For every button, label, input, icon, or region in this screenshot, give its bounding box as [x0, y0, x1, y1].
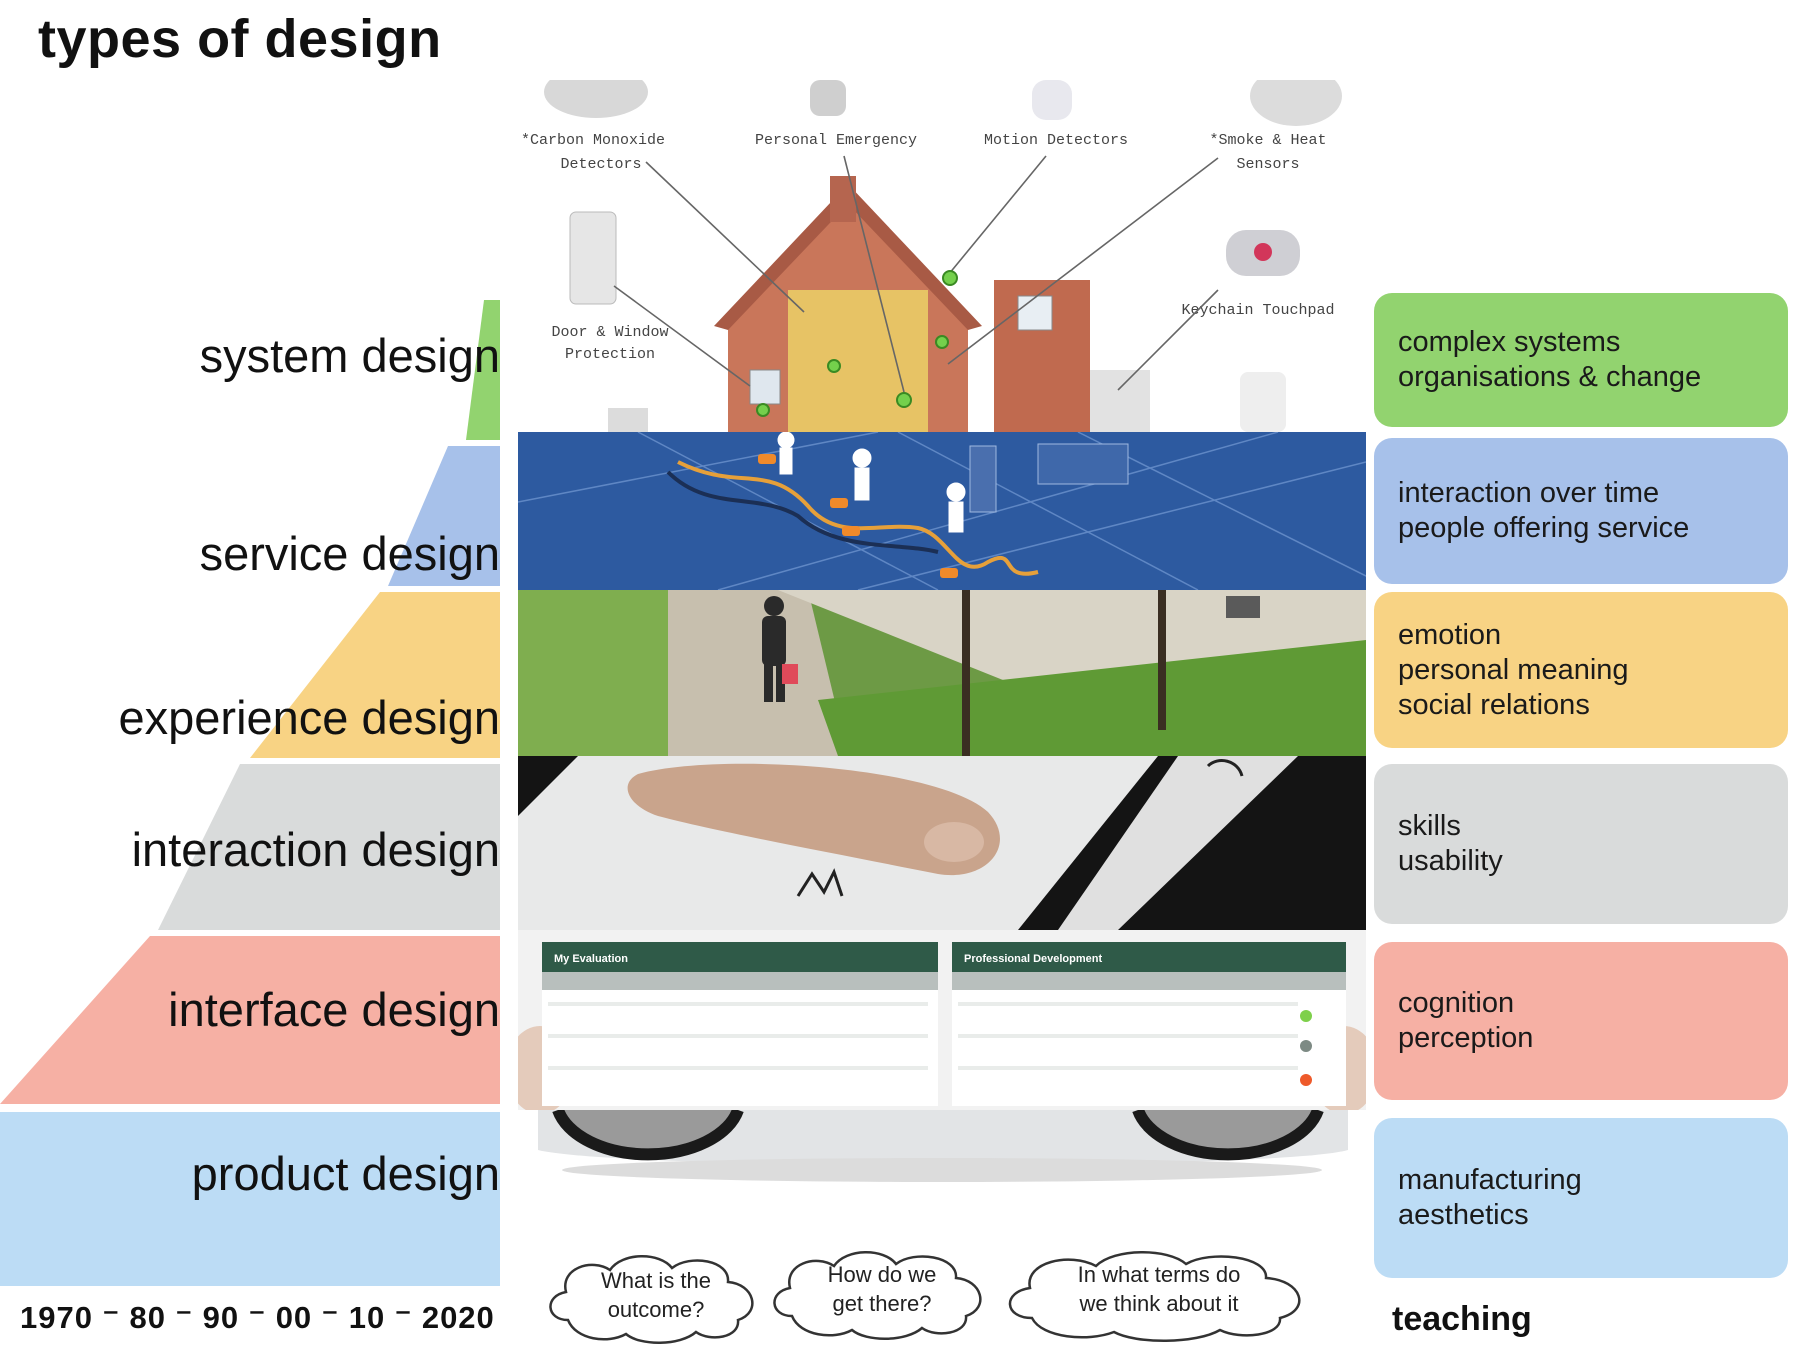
status-dot-green — [1300, 1010, 1312, 1022]
question-line: How do we — [827, 1262, 937, 1287]
service-counter — [1037, 443, 1129, 485]
service-door — [969, 445, 997, 513]
description-line: manufacturing — [1398, 1164, 1582, 1196]
tree-trunk-left — [962, 590, 970, 756]
carbon-detector-device — [544, 80, 648, 118]
description-line: complex systems — [1398, 326, 1621, 358]
indoor-sensor-device — [1240, 372, 1286, 432]
layer-label-interaction: interaction design — [131, 823, 500, 876]
backstage-path — [666, 470, 939, 554]
control-panel-device — [608, 408, 648, 432]
development-panel-title: Professional Development — [964, 953, 1102, 965]
pedestrian — [762, 596, 786, 702]
customer-journey-path — [677, 460, 1039, 576]
question-line: we think about it — [1079, 1291, 1239, 1316]
layer-label-system: system design — [199, 329, 500, 382]
pyramid-layer-product — [0, 1112, 500, 1286]
grass-left — [518, 590, 668, 756]
label-door-1: Door & Window — [551, 324, 668, 341]
description-box-product: manufacturing aesthetics — [1374, 1118, 1788, 1278]
layer-label-experience: experience design — [118, 691, 501, 744]
service-people — [777, 432, 966, 533]
layer-label-service: service design — [199, 527, 500, 580]
description-box-interaction: skills usability — [1374, 764, 1788, 924]
description-box-service: interaction over time people offering se… — [1374, 438, 1788, 584]
description-box-experience: emotion personal meaning social relation… — [1374, 592, 1788, 748]
description-line: usability — [1398, 845, 1503, 877]
car-shadow — [562, 1158, 1322, 1182]
description-line: skills — [1398, 810, 1461, 842]
description-box-system: complex systems organisations & change — [1374, 293, 1788, 427]
description-line: perception — [1398, 1022, 1534, 1054]
service-design-image — [518, 432, 1366, 590]
motion-detector-device — [1032, 80, 1072, 120]
status-dot-gray — [1300, 1040, 1312, 1052]
finger-icon — [627, 763, 1000, 876]
description-line: personal meaning — [1398, 653, 1629, 686]
layer-label-interface: interface design — [168, 983, 500, 1036]
product-design-image — [518, 1110, 1366, 1192]
interaction-design-image — [518, 756, 1366, 930]
experience-design-image — [518, 590, 1366, 756]
timeline: 1970 ⁻ 80 ⁻ 90 ⁻ 00 ⁻ 10 ⁻ 2020 — [20, 1300, 495, 1335]
system-design-image: *Carbon Monoxide Detectors Personal Emer… — [518, 80, 1366, 432]
pyramid-layer-interaction — [158, 764, 500, 930]
page-title: types of design — [38, 9, 442, 69]
question-line: get there? — [832, 1291, 932, 1316]
pyramid-layer-service — [388, 446, 500, 586]
label-smoke-1: *Smoke & Heat — [1209, 132, 1326, 149]
pyramid-layer-experience — [250, 592, 500, 758]
layer-label-product: product design — [191, 1147, 500, 1200]
door-sensor-device — [569, 211, 617, 305]
sensor-dots — [756, 270, 958, 417]
interface-design-image: My Evaluation Professional Development — [518, 930, 1366, 1110]
tree-trunk-right — [1158, 590, 1166, 730]
sensor-connection-lines — [613, 155, 1219, 393]
description-box-interface: cognition perception — [1374, 942, 1788, 1100]
description-line: cognition — [1398, 987, 1515, 1019]
evaluation-panel-title: My Evaluation — [554, 953, 628, 965]
development-panel: Professional Development — [952, 942, 1346, 1106]
label-smoke-2: Sensors — [1236, 156, 1299, 173]
status-dot-orange — [1300, 1074, 1312, 1086]
description-line: social relations — [1398, 688, 1590, 721]
label-door-2: Protection — [565, 346, 655, 363]
description-line: people offering service — [1398, 512, 1690, 544]
pyramid-layer-interface — [0, 936, 500, 1104]
house-illustration — [714, 176, 1150, 432]
question-line: What is the — [600, 1268, 712, 1293]
description-line: aesthetics — [1398, 1199, 1529, 1231]
design-pyramid — [0, 300, 500, 1286]
tablet-screen-right — [1058, 756, 1298, 930]
car-wheels — [552, 1110, 1324, 1161]
question-cloud-outcome: What is the outcome? — [540, 1250, 772, 1346]
label-carbon-2: Detectors — [560, 156, 641, 173]
label-keychain: Keychain Touchpad — [1181, 302, 1334, 319]
question-line: outcome? — [607, 1297, 705, 1322]
label-personal: Personal Emergency — [755, 132, 917, 149]
evaluation-panel: My Evaluation — [542, 942, 938, 1106]
description-line: interaction over time — [1398, 477, 1660, 509]
label-carbon-1: *Carbon Monoxide — [521, 132, 665, 149]
pyramid-layer-system — [466, 300, 500, 440]
question-cloud-terms: In what terms do we think about it — [996, 1246, 1322, 1344]
description-line: organisations & change — [1398, 361, 1702, 393]
label-motion: Motion Detectors — [984, 132, 1128, 149]
question-line: In what terms do — [1077, 1262, 1241, 1287]
personal-emergency-device — [810, 80, 846, 116]
grass-right — [818, 640, 1366, 756]
keychain-button-icon — [1254, 243, 1272, 261]
touchpoint-markers — [758, 454, 958, 578]
question-cloud-process: How do we get there? — [764, 1246, 1000, 1342]
fingernail — [924, 822, 984, 862]
shopping-bag — [782, 664, 798, 684]
teaching-label: teaching — [1392, 1300, 1532, 1338]
bench-icon — [1226, 596, 1260, 618]
description-line: emotion — [1398, 618, 1502, 651]
smoke-sensor-device — [1250, 80, 1342, 126]
sidewalk — [628, 590, 848, 756]
